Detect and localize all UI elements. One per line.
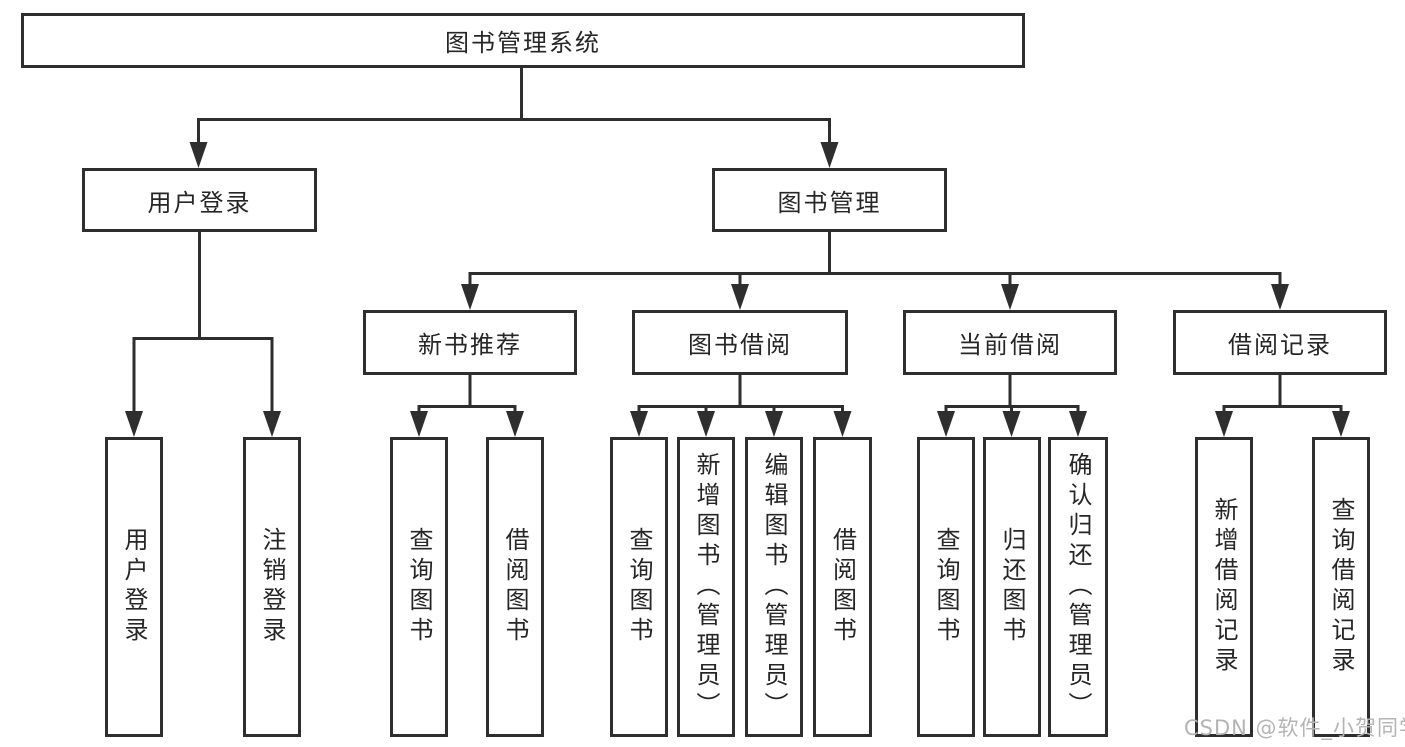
arrowhead-icon [1215, 411, 1233, 437]
leaf-current-query-books: 查询图书 [917, 437, 975, 737]
node-user-login: 用户登录 [82, 168, 317, 232]
leaf-borrowing-add-books-admin: 新增图书（管理员） [677, 437, 735, 737]
leaf-borrowing-query-books: 查询图书 [610, 437, 668, 737]
node-book-management: 图书管理 [712, 168, 947, 232]
leaf-borrowing-edit-books-admin: 编辑图书（管理员） [745, 437, 803, 737]
connector-book-management-children [468, 230, 1282, 288]
connector-current-borrowing-children [944, 373, 1080, 414]
connector-user-login-children [132, 230, 274, 414]
arrowhead-icon [630, 411, 648, 437]
leaf-current-return-books: 归还图书 [983, 437, 1041, 737]
arrowhead-icon [1271, 284, 1289, 310]
connector-new-book-children [417, 373, 517, 414]
arrowhead-icon [1069, 411, 1087, 437]
arrowhead-icon [697, 411, 715, 437]
arrowhead-icon [461, 284, 479, 310]
leaf-records-query-borrow-record: 查询借阅记录 [1312, 437, 1370, 737]
arrowhead-icon [1002, 411, 1021, 437]
arrowhead-icon [731, 284, 749, 310]
arrowhead-icon [189, 142, 208, 168]
leaf-borrowing-borrow-books: 借阅图书 [813, 437, 872, 737]
leaf-logout: 注销登录 [243, 437, 301, 737]
arrowhead-icon [833, 411, 852, 437]
connector-root-to-level2 [197, 64, 831, 145]
arrowhead-icon [937, 411, 955, 437]
node-book-borrowing: 图书借阅 [632, 310, 848, 375]
connector-book-borrowing-children [637, 373, 844, 414]
arrowhead-icon [765, 411, 783, 437]
arrowhead-icon [125, 411, 143, 437]
arrowhead-icon [820, 142, 839, 168]
node-borrowing-records: 借阅记录 [1173, 310, 1387, 375]
leaf-newbook-borrow-books: 借阅图书 [486, 437, 544, 737]
arrowhead-icon [506, 411, 524, 437]
csdn-watermark: CSDN @软件_小贺同学 [1184, 716, 1405, 740]
arrowhead-icon [1001, 284, 1019, 310]
arrowhead-icon [410, 411, 428, 437]
node-root-library-management-system: 图书管理系统 [21, 13, 1025, 68]
leaf-records-add-borrow-record: 新增借阅记录 [1195, 437, 1253, 737]
arrowhead-icon [263, 411, 281, 437]
leaf-user-login: 用户登录 [105, 437, 163, 737]
leaf-newbook-query-books: 查询图书 [390, 437, 448, 737]
arrowheads [125, 142, 1350, 437]
arrowhead-icon [1332, 411, 1350, 437]
node-current-borrowing: 当前借阅 [903, 310, 1117, 375]
connector-borrowing-records-children [1222, 373, 1343, 414]
leaf-current-confirm-return-admin: 确认归还（管理员） [1048, 437, 1108, 737]
node-new-book-recommendation: 新书推荐 [363, 310, 577, 375]
